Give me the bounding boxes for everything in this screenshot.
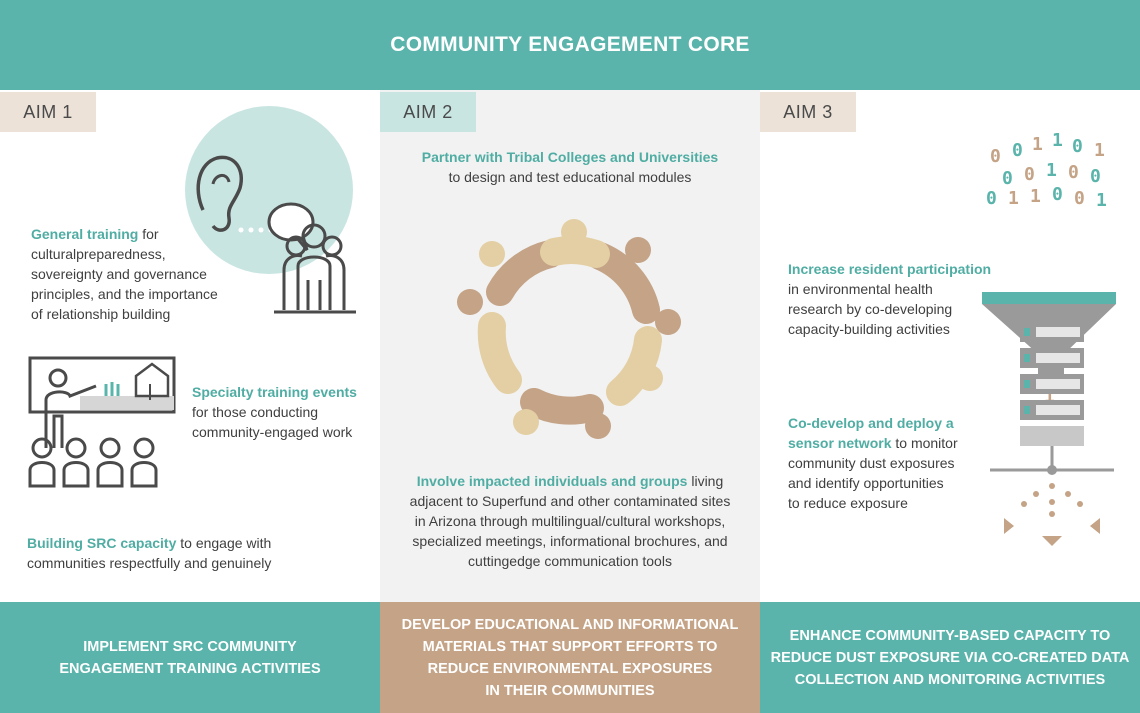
svg-text:0: 0 bbox=[986, 188, 997, 209]
svg-text:0: 0 bbox=[1002, 168, 1013, 189]
aim-3-tag: AIM 3 bbox=[760, 92, 856, 132]
aim-2-outcome-line-4: IN THEIR COMMUNITIES bbox=[485, 682, 655, 699]
svg-text:0: 0 bbox=[1068, 162, 1079, 183]
svg-text:0: 0 bbox=[1052, 184, 1063, 205]
aim-1-item-2: Specialty training events for those cond… bbox=[192, 382, 372, 442]
svg-text:1: 1 bbox=[1094, 140, 1105, 161]
aim-1-item-1-line-5: of relationship building bbox=[31, 306, 171, 322]
svg-text:0: 0 bbox=[1012, 140, 1023, 161]
svg-text:0: 0 bbox=[1074, 188, 1085, 209]
aim-2-item-1-line-2: to design and test educational modules bbox=[448, 169, 692, 185]
aim-2-item-2-line-5: cuttingedge communication tools bbox=[468, 553, 672, 569]
aim-1-item-2-line-2: for those conducting bbox=[192, 404, 319, 420]
svg-text:0: 0 bbox=[1024, 164, 1035, 185]
aim-2-item-1-highlight: Partner with Tribal Colleges and Univers… bbox=[421, 149, 719, 165]
aim-1-item-3-line1: to engage with bbox=[176, 535, 272, 551]
aim-1-item-3: Building SRC capacity to engage with com… bbox=[27, 533, 357, 573]
svg-text:1: 1 bbox=[1030, 186, 1041, 207]
svg-text:1: 1 bbox=[1046, 160, 1057, 181]
aim-3-item-1-highlight: Increase resident participation bbox=[788, 261, 992, 277]
audience-icon bbox=[28, 437, 158, 488]
aim-1-column: AIM 1 General training for culturalprepa… bbox=[0, 90, 380, 602]
server-rack-icon bbox=[1020, 322, 1084, 446]
ear-speech-icon bbox=[185, 106, 353, 274]
aim-3-item-2-highlight-2: sensor network bbox=[788, 435, 892, 451]
svg-text:0: 0 bbox=[990, 146, 1001, 167]
aim-3-item-1: Increase resident participation in envir… bbox=[788, 259, 1008, 339]
aim-2-item-2-line-2: adjacent to Superfund and other contamin… bbox=[409, 493, 731, 509]
aim-1-outcome: IMPLEMENT SRC COMMUNITY ENGAGEMENT TRAIN… bbox=[0, 602, 380, 713]
svg-text:0: 0 bbox=[1090, 166, 1101, 187]
teacher-board-icon bbox=[28, 356, 176, 448]
aim-3-item-2: Co-develop and deploy a sensor network t… bbox=[788, 413, 1008, 513]
svg-text:1: 1 bbox=[1096, 190, 1107, 211]
aim-2-item-2-line1: living bbox=[687, 473, 724, 489]
aim-1-item-1-line-2: culturalpreparedness, bbox=[31, 246, 166, 262]
aim-3-item-2-line2: to monitor bbox=[891, 435, 958, 451]
aim-1-outcome-line-1: IMPLEMENT SRC COMMUNITY bbox=[83, 638, 297, 655]
svg-text:0: 0 bbox=[1072, 136, 1083, 157]
aim-3-item-2-line-4: and identify opportunities bbox=[788, 475, 944, 491]
aim-2-tag: AIM 2 bbox=[380, 92, 476, 132]
network-distribution-icon bbox=[990, 446, 1114, 546]
aim-3-outcome-line-1: ENHANCE COMMUNITY-BASED CAPACITY TO bbox=[789, 627, 1111, 644]
svg-text:1: 1 bbox=[1032, 134, 1043, 155]
aim-1-item-2-line-3: community-engaged work bbox=[192, 424, 353, 440]
aim-2-outcome-line-2: MATERIALS THAT SUPPORT EFFORTS TO bbox=[422, 638, 718, 655]
aim-3-item-1-line-4: capacity-building activities bbox=[788, 321, 950, 337]
aim-3-item-2-highlight: Co-develop and deploy a bbox=[788, 415, 954, 431]
aim-1-item-1-line1: for bbox=[138, 226, 159, 242]
aim-2-item-2: Involve impacted individuals and groups … bbox=[380, 471, 760, 571]
aim-1-item-1-highlight: General training bbox=[31, 226, 139, 242]
aim-2-item-2-highlight: Involve impacted individuals and groups bbox=[416, 473, 688, 489]
aim-2-outcome-line-3: REDUCE ENVIRONMENTAL EXPOSURES bbox=[427, 660, 713, 677]
aim-2-column: AIM 2 Partner with Tribal Colleges and U… bbox=[380, 90, 760, 602]
header-bar: COMMUNITY ENGAGEMENT CORE bbox=[0, 0, 1140, 90]
people-group-icon bbox=[274, 223, 356, 314]
aim-1-item-2-highlight: Specialty training events bbox=[192, 384, 357, 400]
aim-3-outcome-line-3: COLLECTION AND MONITORING ACTIVITIES bbox=[794, 671, 1106, 688]
svg-text:1: 1 bbox=[1008, 188, 1019, 209]
aim-3-outcome-line-2: REDUCE DUST EXPOSURE VIA CO-CREATED DATA bbox=[770, 649, 1130, 666]
aim-2-item-2-line-4: specialized meetings, informational broc… bbox=[412, 533, 728, 549]
aim-2-outcome: DEVELOP EDUCATIONAL AND INFORMATIONAL MA… bbox=[380, 602, 760, 713]
aim-3-item-1-line-3: research by co-developing bbox=[788, 301, 953, 317]
people-circle-icon bbox=[457, 219, 681, 439]
aim-2-item-2-line-3: in Arizona through multilingual/cultural… bbox=[414, 513, 726, 529]
aim-1-tag: AIM 1 bbox=[0, 92, 96, 132]
aim-1-item-1: General training for culturalpreparednes… bbox=[31, 224, 251, 324]
aim-1-item-1-line-3: sovereignty and governance bbox=[31, 266, 207, 282]
aim-2-outcome-line-1: DEVELOP EDUCATIONAL AND INFORMATIONAL bbox=[401, 616, 739, 633]
svg-text:1: 1 bbox=[1052, 130, 1063, 151]
aim-3-outcome: ENHANCE COMMUNITY-BASED CAPACITY TO REDU… bbox=[760, 602, 1140, 713]
aim-3-item-2-line-3: community dust exposures bbox=[788, 455, 955, 471]
page-title: COMMUNITY ENGAGEMENT CORE bbox=[390, 33, 750, 56]
aim-2-item-1: Partner with Tribal Colleges and Univers… bbox=[380, 147, 760, 187]
aim-1-item-3-line-2: communities respectfully and genuinely bbox=[27, 555, 272, 571]
svg-text:1: 1 bbox=[1044, 386, 1055, 407]
aim-1-outcome-line-2: ENGAGEMENT TRAINING ACTIVITIES bbox=[59, 660, 321, 677]
aim-1-item-1-line-4: principles, and the importance bbox=[31, 286, 218, 302]
aim-3-item-2-line-5: to reduce exposure bbox=[788, 495, 908, 511]
aim-1-item-3-highlight: Building SRC capacity bbox=[27, 535, 177, 551]
aim-3-item-1-line-2: in environmental health bbox=[788, 281, 933, 297]
